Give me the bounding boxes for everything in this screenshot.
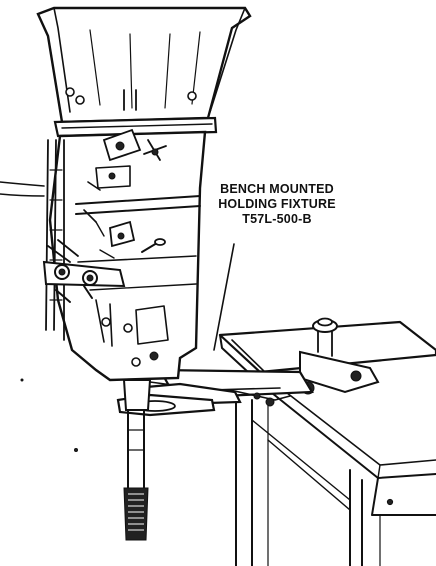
callout-part-number: T57L-500-B <box>242 212 312 226</box>
transmission-case <box>36 6 252 541</box>
workbench <box>218 320 436 566</box>
callout-line-2: HOLDING FIXTURE <box>218 197 336 211</box>
callout-line-1: BENCH MOUNTED <box>220 182 334 196</box>
callout-leader-line <box>213 243 235 351</box>
fixture-callout-label: BENCH MOUNTED HOLDING FIXTURE T57L-500-B <box>192 182 362 227</box>
holding-fixture <box>116 317 380 417</box>
